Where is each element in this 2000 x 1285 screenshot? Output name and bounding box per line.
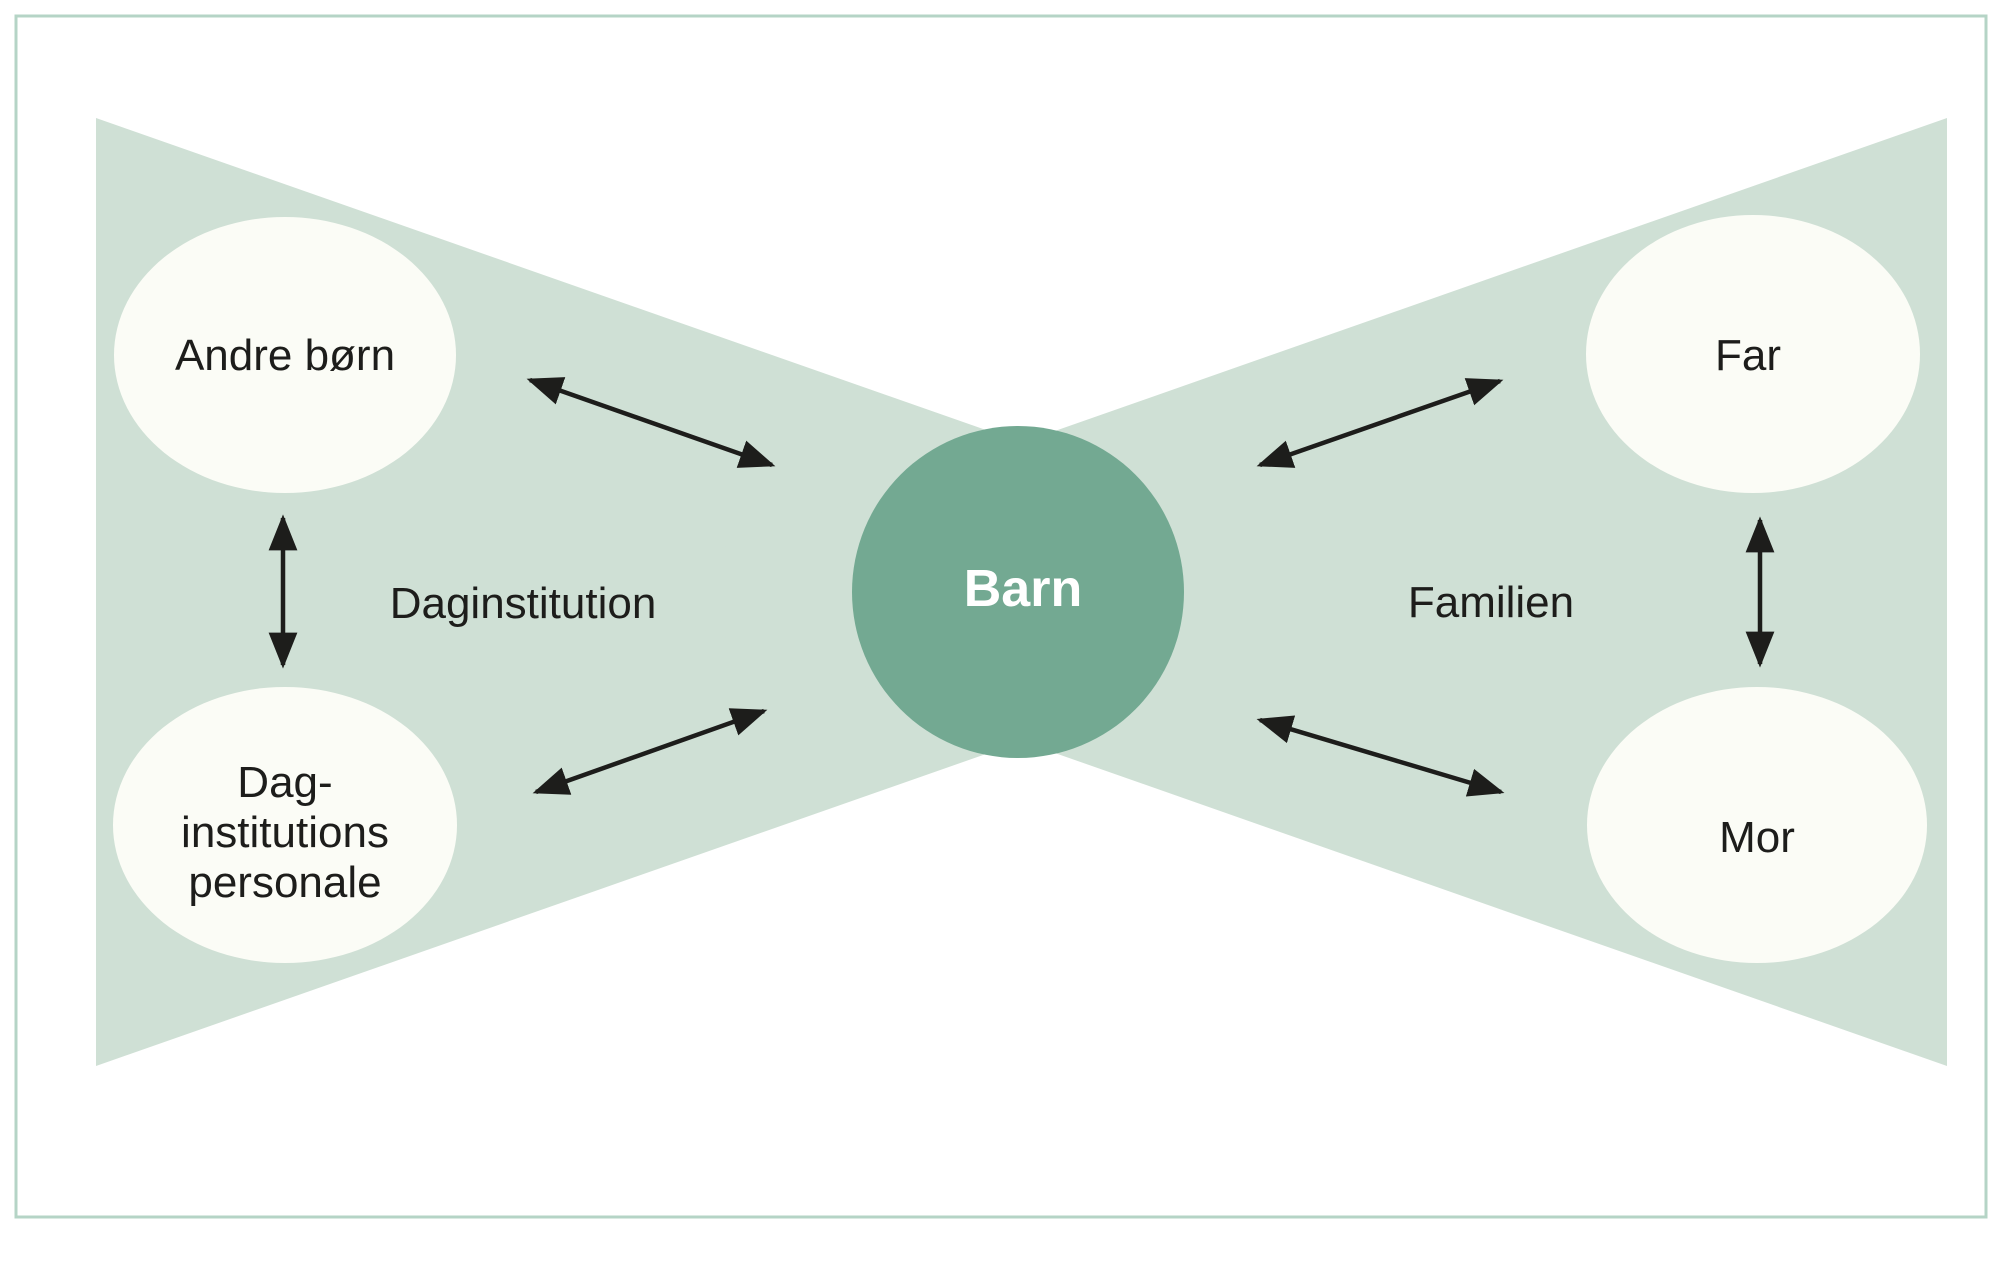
arrow-barn-far: [1256, 378, 1504, 468]
node-ellipse-far: [1586, 215, 1920, 493]
node-ellipse-daginstitutionspersonale: [113, 687, 457, 963]
region-label-familien: Familien: [1407, 578, 1575, 627]
figure-frame: [14, 14, 1988, 1219]
arrow-andre-born-barn: [526, 377, 776, 468]
node-label-mor: Mor: [1719, 813, 1795, 862]
node-ellipse-mor: [1587, 687, 1927, 963]
node-label-far: Far: [1715, 331, 1781, 380]
center-label-barn: Barn: [963, 560, 1083, 618]
region-label-daginstitution: Daginstitution: [389, 579, 657, 628]
arrow-barn-mor: [1256, 715, 1505, 797]
node-label-daginstitutionspersonale: Dag- institutions personale: [181, 758, 389, 907]
center-circle-barn: [852, 426, 1184, 758]
node-ellipse-andre-born: [114, 217, 456, 493]
node-label-andre-born: Andre børn: [174, 331, 396, 380]
arrow-personale-barn: [532, 708, 768, 795]
